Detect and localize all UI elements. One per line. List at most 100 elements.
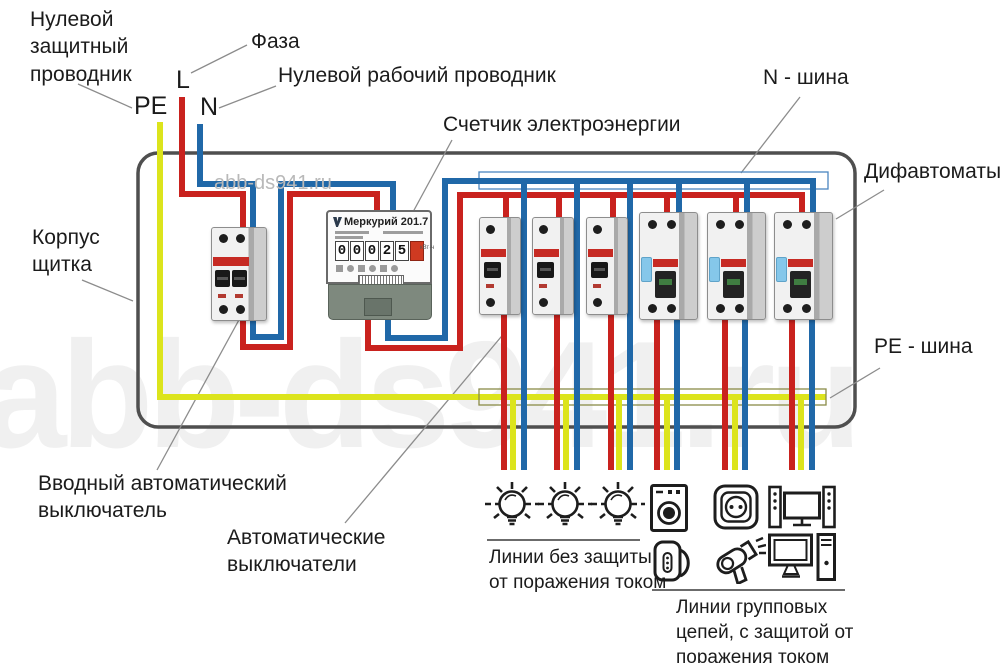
wire-pe-main (157, 122, 826, 400)
meter-digit-red (410, 241, 424, 261)
screw-icon (667, 304, 676, 313)
screw-icon (735, 304, 744, 313)
blue-sticker (709, 257, 720, 282)
screw-icon (593, 298, 602, 307)
washing-machine-icon (650, 484, 688, 532)
screw-icon (539, 298, 548, 307)
cert-icon (336, 265, 343, 272)
electricity-meter-device: Меркурий 201.7 0 0 0 2 5 кВт·ч (326, 210, 434, 322)
breaker-device-3 (586, 217, 628, 315)
phase-bus (365, 192, 805, 351)
breaker-lever-icon (232, 270, 247, 287)
screw-icon (716, 220, 725, 229)
leader-enclosure (81, 279, 134, 302)
lamp-icon (485, 482, 539, 526)
label-enclosure: Корпус щитка (32, 226, 100, 277)
label-pe-conductor: Нулевой защитный проводник (30, 8, 132, 86)
brand-stripe (534, 249, 559, 257)
neutral-wiring (197, 124, 816, 470)
phase-branch-drops (503, 195, 739, 223)
breaker-device-2 (532, 217, 574, 315)
leader-difavtomats (835, 189, 885, 220)
screw-icon (802, 304, 811, 313)
label-pe-bus: PE - шина (874, 335, 973, 358)
breaker-lever-icon (484, 262, 501, 278)
meter-digit: 5 (395, 241, 409, 261)
difavtomat-device-3 (774, 212, 833, 320)
cert-icon (347, 265, 354, 272)
caption-unprotected-lines: Линии без защиты от поражения током (489, 547, 667, 594)
label-n-bus: N - шина (763, 66, 849, 89)
leader-pe-conductor (77, 83, 133, 109)
meter-face: Меркурий 201.7 0 0 0 2 5 кВт·ч (326, 210, 434, 285)
indicator-dot (235, 294, 243, 298)
screw-icon (802, 220, 811, 229)
meter-logo-icon (333, 217, 342, 227)
pe-bus-box (478, 388, 827, 406)
screw-icon (219, 305, 228, 314)
screw-icon (539, 225, 548, 234)
screw-icon (593, 225, 602, 234)
leader-n-bus (740, 96, 801, 174)
wire-neutral-breaker-to-meter (250, 181, 396, 340)
brand-stripe (213, 257, 249, 266)
cert-icon (380, 265, 387, 272)
label-n-conductor: Нулевой рабочий проводник (278, 64, 556, 87)
meter-din-clip (364, 298, 392, 316)
breaker-toggle-icon (655, 271, 676, 298)
input-breaker-device (211, 227, 267, 321)
breaker-device-1 (479, 217, 521, 315)
screw-icon (486, 298, 495, 307)
lamp-icon (538, 482, 592, 526)
difavtomat-device-2 (707, 212, 766, 320)
brand-stripe (588, 249, 613, 257)
panel-enclosure (136, 151, 857, 429)
leader-n-conductor (218, 85, 277, 109)
leader-breakers (344, 330, 507, 524)
terminal-pe: PE (134, 92, 168, 120)
breaker-lever-icon (215, 270, 230, 287)
meter-digit: 0 (335, 241, 349, 261)
screw-icon (783, 304, 792, 313)
meter-microtext (383, 231, 423, 234)
screw-icon (648, 304, 657, 313)
label-breakers: Автоматические выключатели (227, 526, 386, 577)
blue-sticker (641, 257, 652, 282)
leader-meter (412, 139, 453, 213)
label-meter: Счетчик электроэнергии (443, 113, 681, 136)
brand-stripe (788, 259, 813, 267)
indicator-dot (218, 294, 226, 298)
wire-neutral-feed (197, 124, 256, 231)
terminal-neutral: N (200, 93, 219, 121)
screw-icon (486, 225, 495, 234)
screw-icon (667, 220, 676, 229)
brand-stripe (481, 249, 506, 257)
meter-digit: 0 (350, 241, 364, 261)
cert-icon (391, 265, 398, 272)
home-theater-icon (768, 485, 836, 529)
brand-stripe (721, 259, 746, 267)
difavtomat-device-1 (639, 212, 698, 320)
indicator-dot (593, 284, 601, 288)
neutral-bus (385, 178, 816, 341)
screw-icon (783, 220, 792, 229)
phase-output-drops (501, 310, 795, 470)
meter-digit: 2 (380, 241, 394, 261)
breaker-toggle-icon (723, 271, 744, 298)
label-input-breaker: Вводный автоматический выключатель (38, 472, 287, 523)
kettle-icon (653, 540, 690, 582)
terminal-phase: L (176, 66, 190, 94)
wire-phase-breaker-to-meter (240, 191, 380, 350)
screw-icon (236, 305, 245, 314)
indicator-dot (539, 284, 547, 288)
wire-phase-feed (179, 97, 246, 231)
meter-microtext (335, 231, 369, 234)
label-phase: Фаза (251, 30, 300, 53)
leader-phase (190, 44, 248, 74)
screw-icon (648, 220, 657, 229)
phase-wiring (179, 97, 805, 470)
neutral-passby-drops (521, 181, 633, 470)
meter-digit: 0 (365, 241, 379, 261)
